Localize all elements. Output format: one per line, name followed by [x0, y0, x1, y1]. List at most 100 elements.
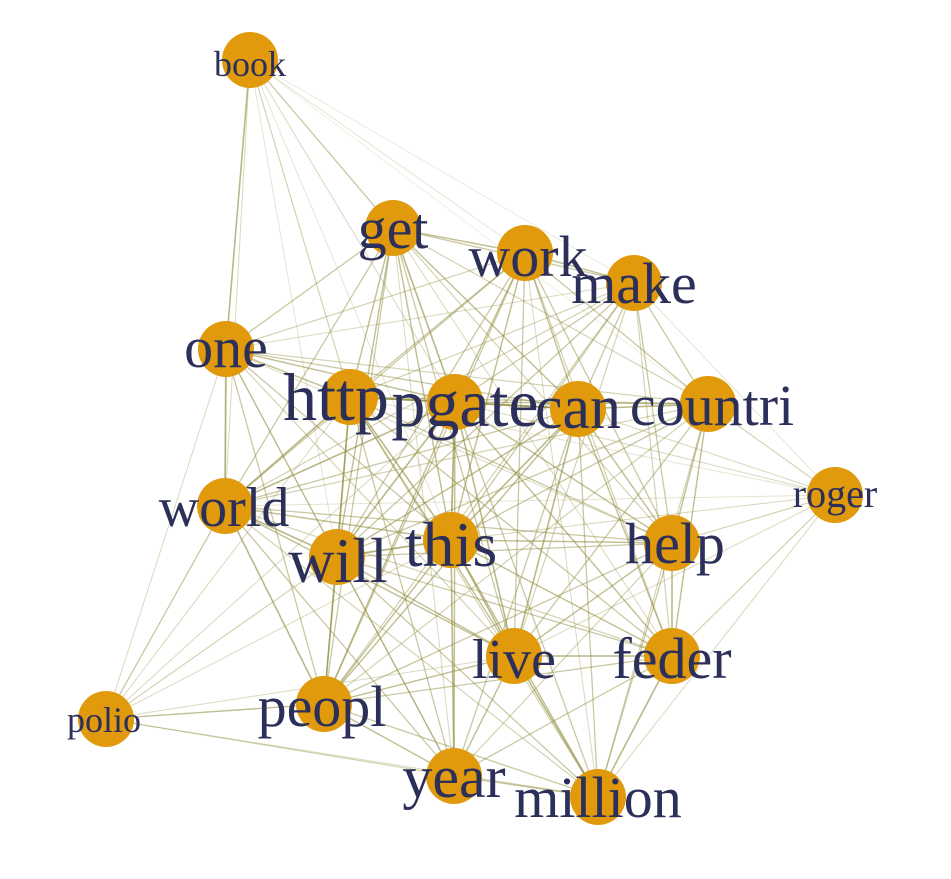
edge-make-live [513, 282, 635, 657]
edge-make-one [225, 282, 635, 350]
label-feder: feder [612, 626, 731, 691]
node-book [222, 32, 278, 88]
node-year [426, 748, 482, 804]
edge-make-pgate [454, 282, 635, 403]
node-will [309, 529, 365, 585]
label-make: make [571, 251, 697, 316]
edge-pgate-roger [454, 401, 836, 496]
edge-help-peopl [323, 542, 673, 705]
edge-can-roger [577, 408, 836, 496]
label-countri: countri [630, 373, 794, 438]
edge-work-live [513, 252, 526, 657]
edge-will-live [336, 556, 515, 657]
label-help: help [625, 511, 725, 576]
edge-pgate-live [454, 401, 515, 657]
edge-work-this [450, 252, 526, 541]
edge-this-peopl [323, 539, 452, 705]
node-get [365, 200, 421, 256]
edge-help-million [597, 542, 673, 798]
node-world [197, 478, 253, 534]
edge-countri-world [224, 403, 709, 507]
label-pgate: pgate [391, 365, 538, 441]
node-roger [807, 467, 863, 523]
label-world: world [159, 477, 290, 539]
edge-get-peopl [323, 227, 394, 705]
node-feder [644, 628, 700, 684]
edge-make-this [450, 282, 635, 541]
edge-world-roger [224, 494, 836, 507]
edge-get-help [392, 227, 673, 544]
edge-this-year [450, 539, 455, 777]
node-peopl [296, 676, 352, 732]
edge-book-one [225, 59, 251, 350]
edge-book-get [249, 59, 394, 229]
label-book: book [214, 44, 286, 84]
edge-world-feder [224, 505, 673, 657]
edge-book-this [249, 59, 452, 541]
edge-pgate-year [453, 401, 456, 777]
edge-this-feder [450, 539, 673, 657]
edge-polio-year [105, 718, 455, 777]
node-http [322, 369, 378, 425]
edge-http-year [349, 396, 455, 777]
edge-one-live [225, 348, 515, 657]
edge-pgate-world [224, 401, 456, 507]
label-one: one [184, 315, 268, 380]
edge-one-will [225, 348, 338, 558]
edge-work-one [225, 252, 526, 350]
edge-work-http [349, 252, 526, 398]
edge-http-polio [105, 396, 351, 720]
node-this [423, 512, 479, 568]
edge-work-million [524, 252, 599, 798]
edge-countri-this [450, 403, 709, 541]
edge-pgate-million [454, 401, 599, 798]
edge-roger-this [450, 494, 836, 541]
edge-will-year [336, 556, 455, 777]
edge-roger-feder [671, 494, 836, 657]
edge-this-polio [105, 539, 452, 720]
edge-world-peopl [224, 505, 325, 705]
edge-http-this [349, 396, 452, 541]
edge-help-year [453, 542, 673, 777]
label-roger: roger [793, 471, 877, 516]
node-live [486, 628, 542, 684]
edge-get-can [392, 227, 579, 410]
edge-one-peopl [225, 348, 325, 705]
node-polio [78, 691, 134, 747]
edge-pgate-polio [105, 401, 456, 720]
edge-get-this [392, 227, 452, 541]
edge-world-this [224, 505, 452, 541]
edge-roger-live [513, 494, 836, 657]
edge-work-world [224, 252, 526, 507]
edge-world-million [224, 505, 599, 798]
edge-pgate-feder [454, 401, 673, 657]
edge-can-feder [577, 408, 673, 657]
edge-feder-peopl [323, 655, 673, 705]
node-one [198, 321, 254, 377]
node-pgate [427, 374, 483, 430]
edge-live-peopl [323, 655, 515, 705]
edge-book-work [249, 59, 526, 254]
edge-get-pgate [392, 227, 456, 403]
label-get: get [358, 196, 429, 261]
edge-polio-million [105, 718, 599, 798]
edge-will-feder [336, 556, 673, 657]
edge-can-year [453, 408, 579, 777]
label-can: can [535, 374, 621, 442]
node-can [550, 381, 606, 437]
label-work: work [468, 224, 587, 289]
label-http: http [283, 359, 389, 435]
edge-world-live [224, 505, 515, 657]
edge-book-world [224, 59, 251, 507]
edge-one-can [225, 348, 579, 410]
edge-work-peopl [323, 252, 526, 705]
edge-http-million [349, 396, 599, 798]
edge-can-this [450, 408, 579, 541]
node-million [570, 769, 626, 825]
edge-help-live [513, 542, 673, 657]
edge-pgate-peopl [323, 401, 456, 705]
edge-one-help [225, 348, 673, 544]
edge-get-one [225, 227, 394, 350]
